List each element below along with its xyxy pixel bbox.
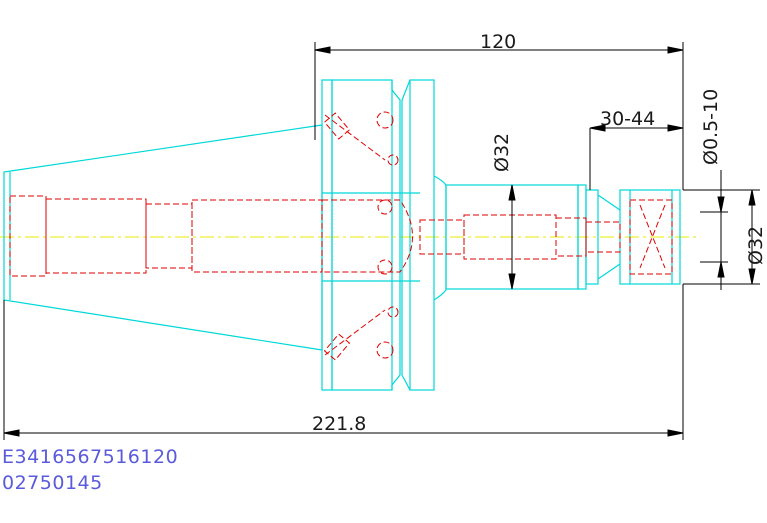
dim-clamping-label: 30-44 xyxy=(600,108,655,130)
part-code-line2: 02750145 xyxy=(2,472,103,494)
neck-outline xyxy=(433,175,447,301)
part-code-line1: E3416567516120 xyxy=(2,446,179,468)
dim-overall-label: 221.8 xyxy=(312,413,366,435)
holder-outline xyxy=(3,79,681,391)
dim-nut-diameter-label: Ø32 xyxy=(745,226,767,265)
v-groove xyxy=(391,80,401,390)
dim-120-label: 120 xyxy=(480,31,516,53)
dim-shank-diameter-label: Ø32 xyxy=(491,133,513,172)
flange-right xyxy=(409,79,435,391)
dimension-lines xyxy=(3,42,760,440)
hidden-lines xyxy=(9,111,673,361)
dim-collet-range-label: Ø0.5-10 xyxy=(700,89,722,165)
